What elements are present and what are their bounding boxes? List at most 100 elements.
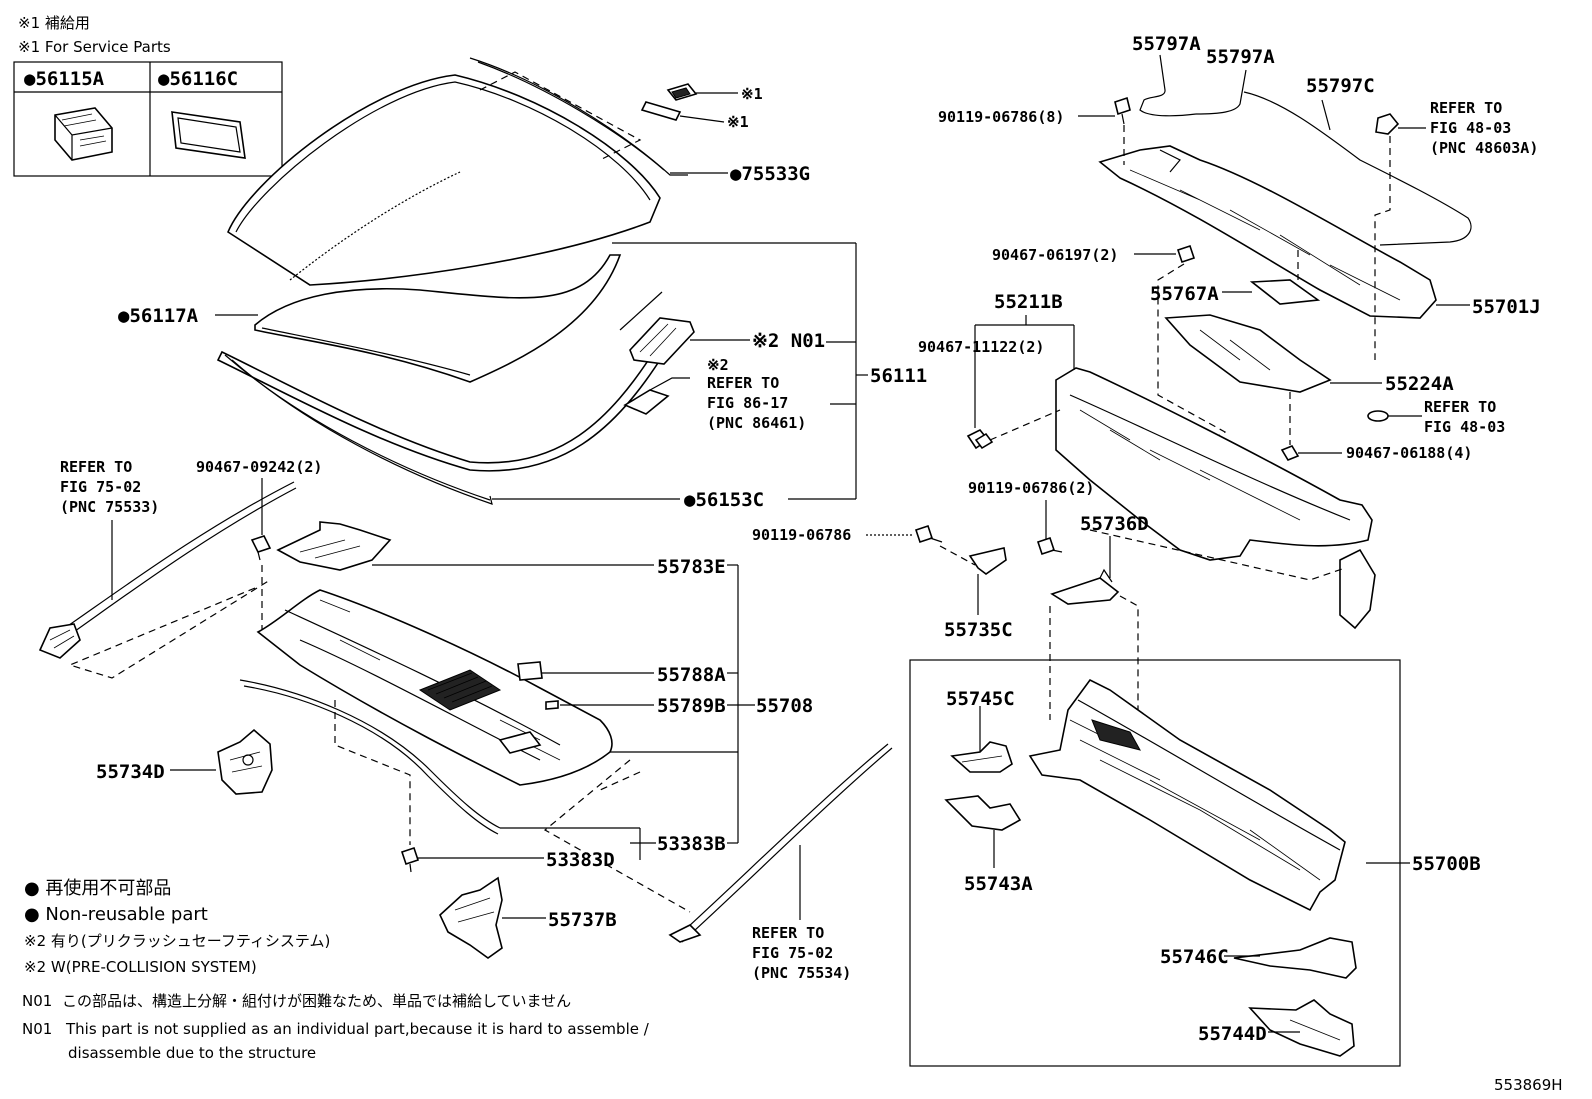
weatherstrip-right (668, 743, 893, 943)
label-55224A: 55224A (1385, 373, 1454, 395)
label-90119-06786-8: 90119-06786(8) (938, 108, 1064, 126)
label-55767A: 55767A (1150, 283, 1219, 305)
service-note-en: ※1 For Service Parts (18, 38, 171, 56)
part-55734D (217, 728, 273, 795)
cowl-leaders (170, 564, 755, 919)
label-55797A-2: 55797A (1206, 46, 1275, 68)
hoses-55797 (1139, 54, 1472, 246)
refer7502a-line1: REFER TO (60, 458, 132, 476)
clip-56115A-illustration (54, 107, 113, 161)
legend-nonreuse-en: ● Non-reusable part (24, 904, 208, 925)
label-56111: 56111 (870, 365, 927, 387)
label-55708: 55708 (756, 695, 813, 717)
screw-53383D (400, 846, 420, 873)
part-55736D (1050, 536, 1120, 605)
nut-48603A (1375, 113, 1426, 135)
label-group-55211B: 55211B 90467-11122(2) (918, 291, 1075, 428)
clip-90467-06188 (1280, 445, 1342, 461)
part-55745C (950, 706, 1013, 773)
refer7502a-line2: FIG 75-02 (60, 478, 141, 496)
label-55744D: 55744D (1198, 1023, 1267, 1045)
part-55224A (1164, 314, 1332, 393)
camera-bracket (619, 291, 695, 415)
refer86-line2: FIG 86-17 (707, 394, 788, 412)
refer7502a-line3: (PNC 75533) (60, 498, 159, 516)
windshield-leaders (215, 172, 868, 500)
label-90467-09242: 90467-09242(2) (196, 458, 322, 476)
label-55783E: 55783E (657, 556, 726, 578)
label-75533G: ●75533G (730, 163, 810, 185)
label-53383B: 53383B (657, 833, 726, 855)
part-55746C (1224, 937, 1357, 979)
top-right-guides (1123, 125, 1391, 453)
refer86-line1: REFER TO (707, 374, 779, 392)
bolt-90119-06786 (866, 524, 943, 544)
windshield-group (216, 57, 688, 505)
label-55797C: 55797C (1306, 75, 1375, 97)
clip-90467-09242 (250, 478, 272, 561)
label-90467-06188: 90467-06188(4) (1346, 444, 1472, 462)
part-55708-cowl (256, 589, 613, 786)
label-55734D: 55734D (96, 761, 165, 783)
service-note: ※1 補給用 ※1 For Service Parts (18, 14, 171, 56)
refer-86-17: ※2 REFER TO FIG 86-17 (PNC 86461) (707, 356, 806, 432)
legend-nonreuse-jp: ● 再使用不可部品 (24, 878, 171, 899)
label-55746C: 55746C (1160, 946, 1229, 968)
bolt-90119-06786-2 (1036, 500, 1063, 556)
service-parts-table: ●56115A ●56116C (13, 61, 283, 177)
label-55735C: 55735C (944, 619, 1013, 641)
legend-n01-en-1: This part is not supplied as an individu… (65, 1020, 650, 1038)
refer86-star: ※2 (707, 356, 729, 374)
label-90119-06786-2: 90119-06786(2) (968, 479, 1094, 497)
legend-n01-jp: この部品は、構造上分解・組付けが困難なため、単品では補給していません (62, 992, 571, 1010)
label-55736D: 55736D (1080, 513, 1149, 535)
refer4803a-line2: FIG 48-03 (1430, 119, 1511, 137)
part-55783E (276, 521, 392, 571)
label-53383D: 53383D (546, 849, 615, 871)
part-55743A (944, 795, 1022, 868)
service-note-jp: ※1 補給用 (18, 14, 90, 32)
label-55737B: 55737B (548, 909, 617, 931)
refer4803a-line3: (PNC 48603A) (1430, 139, 1538, 157)
cowl-guides (68, 565, 691, 913)
clip-90467-11122 (966, 428, 994, 450)
clip-56116C-illustration (171, 111, 246, 159)
refer-48-03-b: REFER TO FIG 48-03 (1424, 398, 1505, 436)
legend-n01-tag-en: N01 (22, 1020, 52, 1038)
label-55788A: 55788A (657, 664, 726, 686)
washer-48-03 (1367, 410, 1422, 422)
legend-star2-en: ※2 W(PRE-COLLISION SYSTEM) (24, 958, 257, 976)
clip-90467-06197 (1134, 244, 1196, 264)
part-55744D (1248, 999, 1355, 1057)
bolt-90119-06786-8 (1078, 96, 1131, 125)
label-55701J: 55701J (1472, 296, 1541, 318)
part-55211B (1055, 367, 1376, 630)
label-55211B: 55211B (994, 291, 1063, 313)
label-55745C: 55745C (946, 688, 1015, 710)
refer4803b-line2: FIG 48-03 (1424, 418, 1505, 436)
star1-marker-a: ※1 (741, 85, 763, 103)
part-55767A (1222, 279, 1321, 305)
part-55788A (517, 661, 543, 681)
label-55797A-1: 55797A (1132, 33, 1201, 55)
part-55737B (439, 876, 503, 959)
legend-n01-en-2: disassemble due to the structure (68, 1044, 316, 1062)
legend-n01-tag-jp: N01 (22, 992, 52, 1010)
part-55700B-cowl-assy (1028, 678, 1346, 912)
refer-48-03-a: REFER TO FIG 48-03 (PNC 48603A) (1430, 99, 1538, 157)
star1-marker-b: ※1 (727, 113, 749, 131)
refer86-line3: (PNC 86461) (707, 414, 806, 432)
label-56117A: ●56117A (118, 305, 199, 327)
label-55743A: 55743A (964, 873, 1033, 895)
diagram-id: 553869H (1494, 1076, 1563, 1094)
refer7502b-line3: (PNC 75534) (752, 964, 851, 982)
legend-star2-jp: ※2 有り(プリクラッシュセーフティシステム) (24, 932, 330, 950)
part-55701J (1098, 145, 1437, 319)
service-part-56115A-label: ●56115A (24, 68, 105, 90)
label-56153C: ●56153C (684, 489, 764, 511)
clip-parts-star1: ※1 ※1 (640, 83, 763, 131)
refer-75-02-a: REFER TO FIG 75-02 (PNC 75533) (60, 458, 159, 516)
label-55700B: 55700B (1412, 853, 1481, 875)
part-55735C (968, 547, 1007, 615)
refer4803b-line1: REFER TO (1424, 398, 1496, 416)
